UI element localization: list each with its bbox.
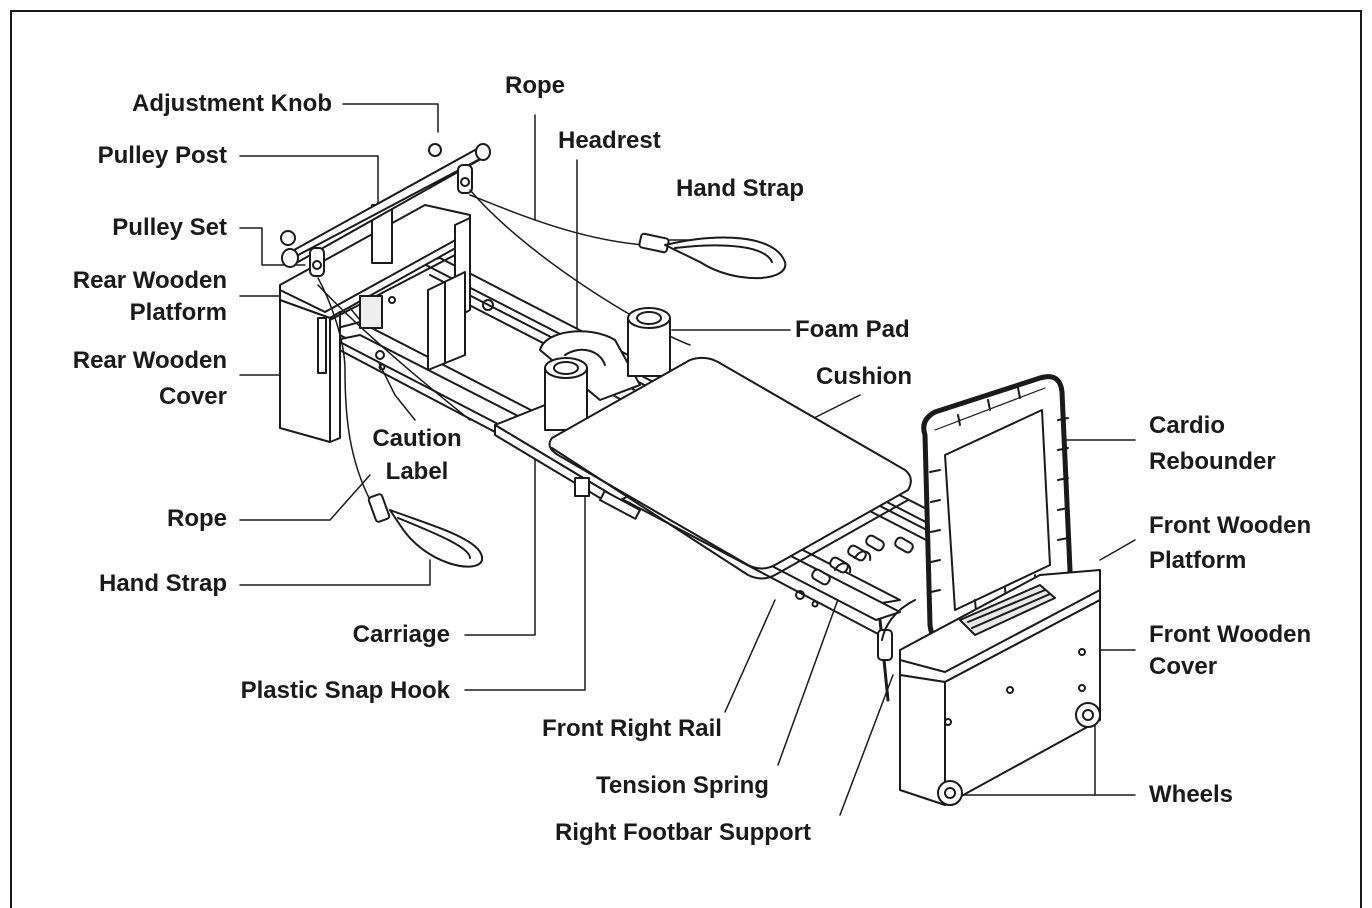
label-caution-label-line1: Caution [372,425,462,452]
label-rear-wooden-cover-line1: Rear Wooden [72,347,227,374]
label-pulley-set: Pulley Set [112,214,227,241]
hand-strap-top [638,232,787,280]
label-rear-wooden-cover-line2: Cover [158,383,227,410]
label-front-right-rail: Front Right Rail [542,715,722,742]
carriage-group [494,307,912,580]
tension-springs [811,534,914,586]
pulley-post [280,143,491,277]
label-right-footbar-support: Right Footbar Support [555,819,811,846]
label-rope-bottom: Rope [167,505,227,532]
label-front-wooden-cover-line1: Front Wooden [1149,621,1312,648]
label-cushion: Cushion [816,363,912,390]
front-frame [899,569,1101,806]
label-rear-wooden-platform-line1: Rear Wooden [72,267,227,294]
label-front-wooden-platform-line1: Front Wooden [1149,512,1312,539]
label-foam-pad: Foam Pad [795,316,910,343]
label-hand-strap-top: Hand Strap [676,175,805,202]
label-cardio-rebounder-line1: Cardio [1149,412,1226,439]
label-front-wooden-cover-line2: Cover [1149,653,1218,680]
label-rear-wooden-platform-line2: Platform [129,299,227,326]
label-cardio-rebounder-line2: Rebounder [1149,448,1276,475]
ropes [317,189,691,501]
label-carriage: Carriage [352,621,450,648]
label-rope-top: Rope [505,72,565,99]
label-adjustment-knob: Adjustment Knob [132,90,332,117]
label-front-wooden-platform-line2: Platform [1149,547,1247,574]
label-tension-spring: Tension Spring [596,772,769,799]
label-headrest: Headrest [558,127,661,154]
label-pulley-post: Pulley Post [97,142,227,169]
wheels [937,702,1101,806]
label-hand-strap-bottom: Hand Strap [98,570,227,597]
leader-lines [239,103,1136,816]
label-wheels: Wheels [1149,781,1234,808]
right-footbar-support [877,599,916,702]
figure-border [10,10,1362,908]
label-plastic-snap-hook: Plastic Snap Hook [240,677,450,704]
hand-strap-bottom [367,493,484,568]
label-caution-label-line2: Label [385,458,449,485]
